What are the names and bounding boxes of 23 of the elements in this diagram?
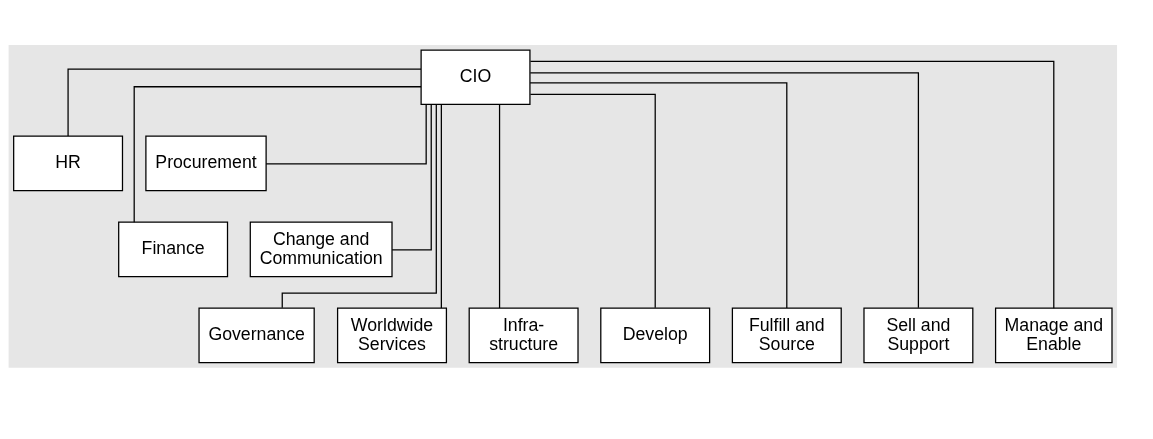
connector xyxy=(281,103,437,308)
connector xyxy=(440,103,442,309)
node-box: Sell and Support xyxy=(863,307,974,363)
node-box: Finance xyxy=(118,221,229,277)
node-box: Procurement xyxy=(145,134,267,191)
node-box: Manage and Enable xyxy=(994,307,1113,363)
connector xyxy=(529,93,656,308)
node-box: Worldwide Services xyxy=(336,307,448,363)
node-box: Develop xyxy=(600,307,711,363)
node-box: Fulfill and Source xyxy=(731,307,842,363)
connector xyxy=(529,71,920,308)
node-box: Change and Communication xyxy=(249,221,393,277)
connector xyxy=(67,67,422,137)
node-box: HR xyxy=(13,134,124,191)
connector xyxy=(391,103,432,251)
connector xyxy=(529,81,788,309)
connector xyxy=(133,85,422,223)
connector xyxy=(529,60,1055,309)
node-box: CIO xyxy=(420,48,531,105)
node-box: Governance xyxy=(198,307,315,363)
connector xyxy=(265,103,427,165)
connector xyxy=(498,103,501,309)
node-box: Infra- structure xyxy=(468,307,579,363)
